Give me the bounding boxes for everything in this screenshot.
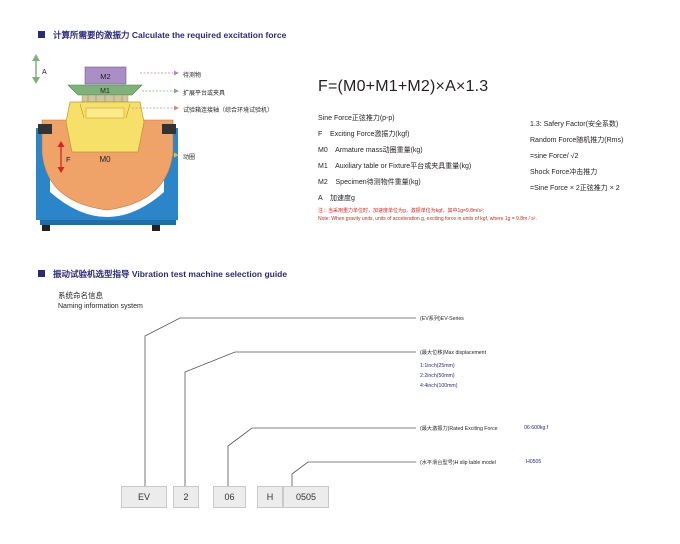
callout-armature: 动圈 xyxy=(183,155,196,161)
blue-frame xyxy=(36,128,178,231)
callout-specimen: 待测物 xyxy=(183,73,202,79)
naming-title-en: Naming information system xyxy=(58,303,143,310)
slip-table-example: H0505 xyxy=(526,459,542,465)
definition-f: F Exciting Force激振力(kgf) xyxy=(318,131,410,138)
section-bullet xyxy=(38,31,45,38)
label-slip-table: (水平滑台型号)H slip table model xyxy=(420,460,496,466)
displacement-option-4: 4:4inch(100mm) xyxy=(420,383,458,389)
code-box-series: EV xyxy=(121,486,167,508)
shaker-diagram: A M2 M1 M0 F xyxy=(32,54,179,231)
section-bullet xyxy=(38,270,45,277)
code-box-displacement: 2 xyxy=(173,486,199,508)
safety-factor: 1.3: Safery Factor(安全系数) xyxy=(530,121,619,128)
line-series xyxy=(144,317,416,486)
line-displacement xyxy=(184,351,416,486)
shock-force-formula: =Sine Force × 2正弦推力 × 2 xyxy=(530,185,620,192)
line-rated-force xyxy=(227,427,416,486)
force-notes: 1.3: Safery Factor(安全系数) Random Force随机推… xyxy=(530,120,623,193)
code-box-h: H xyxy=(257,486,283,508)
callout-arrows xyxy=(132,70,179,158)
label-m0: M0 xyxy=(99,155,111,164)
random-force-formula: =sine Force/ √2 xyxy=(530,153,579,160)
definition-m2: M2 Specimen待测物件重量(kg) xyxy=(318,179,421,186)
label-max-displacement: (最大位移)Max displacement xyxy=(420,350,487,356)
note-chinese: 注：当采用重力单位时，加速度单位为g，激振单位为kgf，其中1g=9.8m/s²… xyxy=(318,208,484,214)
force-arrow xyxy=(57,141,65,173)
section-title-selection: 振动试验机选型指导 Vibration test machine selecti… xyxy=(53,269,288,279)
displacement-option-2: 2:2inch(50mm) xyxy=(420,373,455,379)
callout-connector: 试验箱连接轴（综合环境试验机） xyxy=(183,108,274,114)
definition-m1: M1 Auxiliary table or Fixture平台或夹具重量(kg) xyxy=(318,163,472,170)
label-rated-force: (最大激振力)Rated Exciting Force xyxy=(420,426,498,432)
definition-a: A 加速度g xyxy=(318,195,355,202)
formula-definitions: Sine Force正弦推力(p-p) F Exciting Force激振力(… xyxy=(318,114,471,203)
definition-sine-force: Sine Force正弦推力(p-p) xyxy=(318,115,395,122)
label-m2: M2 xyxy=(100,72,110,81)
code-box-slip-model: 0505 xyxy=(283,486,329,508)
definition-m0: M0 Armature mass动圈重量(kg) xyxy=(318,147,423,154)
armature-m0 xyxy=(65,101,145,153)
label-a: A xyxy=(42,69,47,76)
m2-specimen xyxy=(84,66,127,85)
shock-force: Shock Force冲击推力 xyxy=(530,169,598,176)
rated-force-example: 06:600kg.f xyxy=(524,425,549,431)
trunnion-right xyxy=(162,124,176,134)
random-force: Random Force随机推力(Rms) xyxy=(530,137,624,144)
excitation-formula: F=(M0+M1+M2)×A×1.3 xyxy=(318,78,489,95)
label-m1: M1 xyxy=(100,88,110,95)
acceleration-arrow xyxy=(32,54,40,84)
code-box-force: 06 xyxy=(213,486,246,508)
label-series: (EV系列)EV-Series xyxy=(420,316,464,322)
naming-title-cn: 系统命名信息 xyxy=(58,291,103,300)
line-slip-table xyxy=(291,461,416,486)
m1-table xyxy=(67,84,143,96)
trunnion-left xyxy=(38,124,52,134)
section-title-excitation: 计算所需要的激振力 Calculate the required excitat… xyxy=(53,30,287,40)
note-english: Note: When gravity units, units of accel… xyxy=(318,216,537,222)
callout-table-fixture: 扩展平台或夹具 xyxy=(183,91,226,97)
label-f: F xyxy=(66,155,71,164)
displacement-option-1: 1:1inch(25mm) xyxy=(420,363,455,369)
